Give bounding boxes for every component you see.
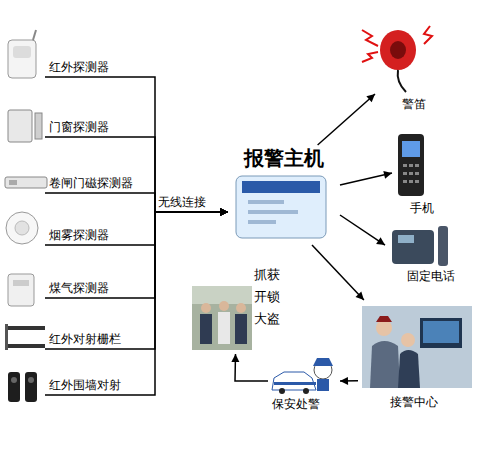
arrest-result: 抓获开锁大盗	[188, 262, 283, 354]
node-label: 烟雾探测器	[49, 227, 149, 243]
connector-arrow	[340, 171, 392, 185]
alarm-receiving-center: 接警中心	[358, 300, 476, 412]
connector-arrow	[45, 208, 228, 245]
connector-line	[45, 212, 228, 349]
alarm-host: 报警主机	[228, 145, 340, 245]
edge-label: 无线连接	[158, 194, 206, 211]
detector-label-box: 煤气探测器	[45, 278, 151, 298]
detector-label-box: 红外探测器	[45, 57, 151, 77]
police-car-icon	[272, 358, 333, 394]
receiving-center-photo	[362, 306, 472, 388]
connector-line	[45, 137, 228, 212]
node-label: 卷闸门磁探测器	[49, 175, 149, 191]
connector-arrow	[45, 208, 228, 298]
connector-line	[45, 193, 228, 212]
arrow-head	[220, 208, 228, 216]
arrow-head	[231, 354, 239, 362]
arrow-head	[220, 208, 228, 216]
arrow-head	[220, 208, 228, 216]
connector-line	[235, 354, 268, 381]
connector-arrow	[45, 77, 228, 216]
beam-fence-icon	[5, 324, 45, 350]
mobile-phone-icon	[398, 134, 424, 196]
node-label: 红外探测器	[49, 59, 149, 75]
arrow-head	[366, 94, 375, 102]
node-label: 手机	[410, 200, 450, 216]
connector-line	[318, 94, 375, 145]
connector-arrow	[45, 208, 228, 349]
detector-label-box: 红外围墙对射	[45, 375, 151, 395]
connector-line	[340, 215, 385, 245]
node-label: 煤气探测器	[49, 280, 149, 296]
door-detector-icon	[8, 110, 42, 142]
shutter-detector-icon	[5, 177, 47, 188]
detector-label-box: 烟雾探测器	[45, 225, 151, 245]
smoke-detector-icon	[6, 212, 38, 244]
alarm-host-device	[236, 176, 326, 238]
node-label: 报警主机	[228, 145, 340, 171]
connector-line	[45, 212, 228, 298]
node-label: 红外对射栅栏	[49, 331, 149, 347]
arrow-head	[220, 208, 228, 216]
node-label: 接警中心	[390, 394, 470, 410]
arrow-head	[220, 208, 228, 216]
beam-wall-icon	[8, 372, 37, 402]
connector-line	[340, 173, 392, 185]
arrow-head	[376, 237, 385, 245]
landline-phone: 固定电话	[385, 222, 479, 288]
connector-arrow	[312, 245, 364, 300]
node-label: 固定电话	[407, 268, 477, 284]
connector-line	[340, 380, 358, 382]
connector-line	[45, 212, 228, 395]
node-label: 保安处警	[272, 396, 338, 412]
arrow-head	[356, 291, 364, 300]
arrow-head	[220, 208, 228, 216]
detector-label-box: 门窗探测器	[45, 117, 151, 137]
connector-line	[45, 212, 228, 245]
detector-label-box: 卷闸门磁探测器	[45, 173, 151, 193]
connector-arrow	[340, 215, 385, 245]
landline-phone-icon	[392, 226, 448, 266]
node-label: 警笛	[402, 96, 442, 112]
node-label: 门窗探测器	[49, 119, 149, 135]
gas-detector-icon	[8, 274, 34, 306]
mobile-phone: 手机	[392, 128, 462, 218]
arrow-head	[340, 377, 348, 385]
pir-detector-icon	[8, 30, 36, 78]
connector-line	[45, 77, 228, 212]
node-label: 抓获开锁大盗	[254, 264, 282, 330]
arrow-head	[220, 208, 228, 216]
connector-arrow	[45, 208, 228, 395]
connector-arrow	[231, 354, 268, 381]
detector-label-box: 红外对射栅栏	[45, 329, 151, 349]
connector-arrow	[340, 377, 358, 385]
security-response: 保安处警	[268, 358, 340, 413]
node-label: 红外围墙对射	[49, 377, 149, 393]
arrow-head	[383, 171, 392, 179]
connector-arrow	[45, 193, 228, 216]
connector-arrow	[45, 137, 228, 216]
connector-line	[312, 245, 364, 300]
arrest-photo	[192, 286, 252, 350]
siren-icon	[362, 26, 432, 92]
connector-arrow	[318, 94, 375, 145]
siren: 警笛	[375, 10, 470, 115]
